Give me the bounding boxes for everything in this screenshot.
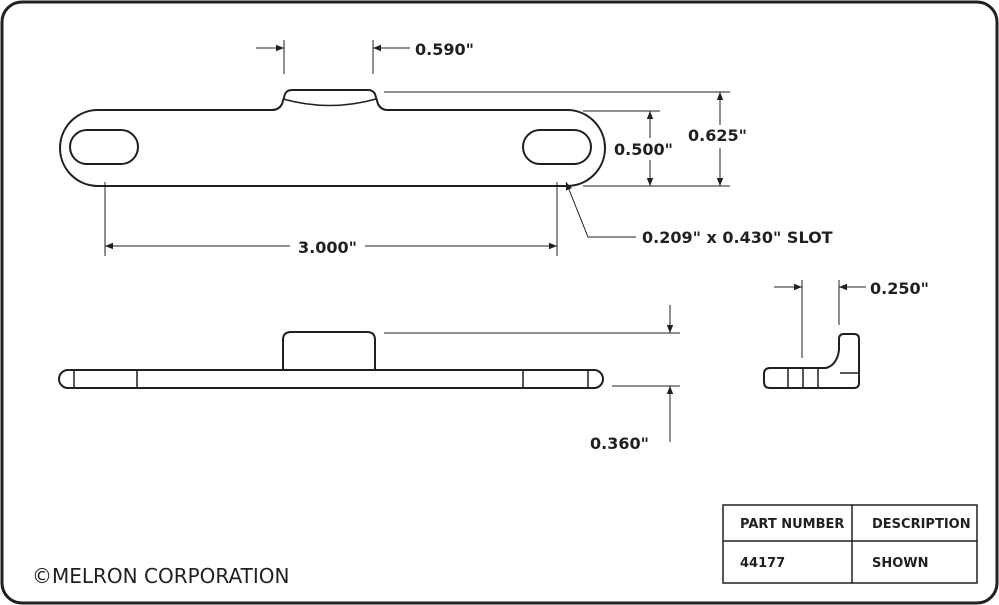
top-view: 0.590" 0.500" 0.625" 3.000" 0.209" x 0.4…: [59, 40, 833, 257]
description-value: SHOWN: [872, 556, 929, 571]
side-view-outline: [763, 333, 860, 389]
front-view-base: [58, 369, 604, 389]
side-view: 0.250": [763, 279, 929, 389]
description-header: DESCRIPTION: [872, 517, 971, 532]
right-slot: [522, 129, 592, 165]
dim-overall-height: 0.625": [688, 126, 747, 145]
front-view: 0.360": [58, 305, 680, 453]
title-block: PART NUMBER DESCRIPTION 44177 SHOWN: [722, 504, 978, 584]
copyright-notice: ©MELRON CORPORATION: [32, 564, 289, 588]
part-number-header: PART NUMBER: [740, 517, 844, 532]
dim-overall-thickness: 0.360": [590, 434, 649, 453]
dim-side-width: 0.250": [870, 279, 929, 298]
dim-slot-spacing: 3.000": [298, 238, 357, 257]
dim-slot-size: 0.209" x 0.430" SLOT: [642, 228, 833, 247]
tab-curve: [282, 98, 377, 107]
top-view-outline: [59, 89, 606, 187]
dim-slot-center-height: 0.500": [614, 140, 673, 159]
front-view-tab: [282, 331, 376, 371]
part-number-value: 44177: [740, 556, 785, 571]
dim-tab-width: 0.590": [415, 40, 474, 59]
left-slot: [69, 129, 139, 165]
